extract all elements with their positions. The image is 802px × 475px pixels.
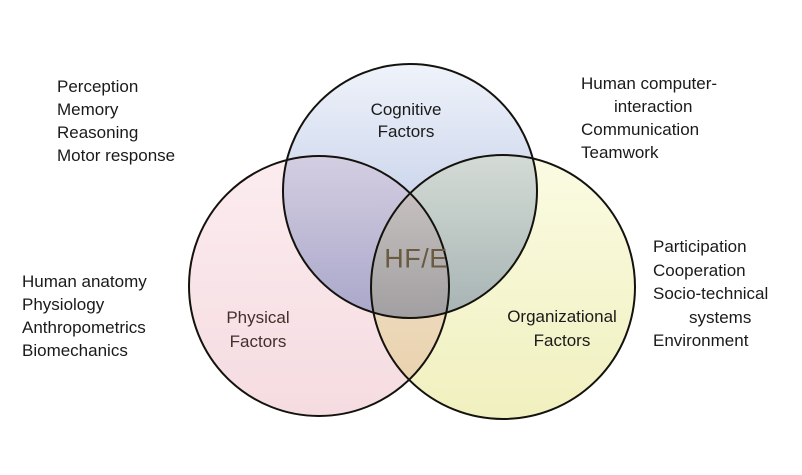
annotation-line: Socio-technical	[653, 284, 769, 303]
label-line: Organizational	[507, 307, 617, 326]
label-line: Factors	[533, 331, 591, 350]
physical-circle-fill	[189, 156, 449, 416]
physical-circle-outline	[188, 155, 450, 417]
annotation-line: Physiology	[22, 295, 105, 314]
organizational-circle-fill	[371, 155, 635, 419]
label-line: Physical	[226, 308, 290, 327]
annotation-line: Participation	[653, 237, 747, 256]
annotation-line: interaction	[614, 97, 693, 116]
label-line: Cognitive	[370, 100, 442, 119]
annotation-line: Human computer-	[581, 74, 718, 93]
annotation-line: Cooperation	[653, 260, 746, 280]
annotation-cognitive-right: Human computer- interaction Communicatio…	[581, 72, 717, 164]
cognitive-circle-outline	[282, 63, 538, 319]
hfe-center-label: HF/E	[384, 243, 448, 274]
annotation-line: Human anatomy	[22, 272, 147, 291]
annotation-line: Communication	[581, 120, 700, 139]
label-line: Factors	[229, 331, 287, 351]
annotation-physical-left: Human anatomy Physiology Anthropometrics…	[22, 270, 147, 362]
organizational-factors-label: Organizational Factors	[507, 305, 617, 353]
annotation-line: systems	[689, 307, 752, 327]
annotation-organizational-right: Participation Cooperation Socio-technica…	[653, 235, 768, 353]
physical-factors-label: Physical Factors	[226, 306, 289, 353]
cognitive-factors-label: Cognitive Factors	[371, 99, 442, 143]
annotation-line: Memory	[57, 100, 119, 119]
annotation-line: Anthropometrics	[22, 318, 146, 337]
label-line: Factors	[377, 122, 435, 141]
annotation-line: Perception	[57, 77, 139, 96]
annotation-line: Environment	[653, 331, 749, 350]
annotation-line: Biomechanics	[22, 341, 128, 360]
annotation-line: Motor response	[57, 146, 176, 165]
annotation-line: Teamwork	[581, 143, 659, 162]
organizational-circle-outline	[370, 154, 636, 420]
annotation-cognitive-left: Perception Memory Reasoning Motor respon…	[57, 75, 175, 167]
annotation-line: Reasoning	[57, 123, 139, 142]
